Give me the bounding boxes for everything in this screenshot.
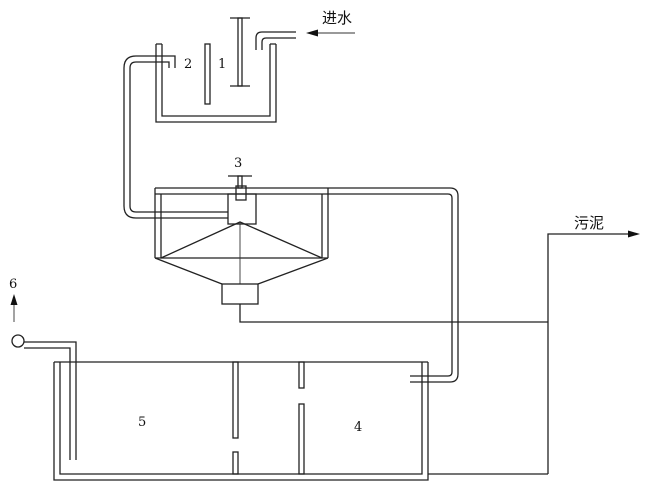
label-2: 2 bbox=[184, 57, 192, 72]
label-6: 6 bbox=[9, 277, 17, 292]
inlet-pipe bbox=[255, 31, 296, 50]
label-3: 3 bbox=[234, 156, 242, 171]
outlet-pipe bbox=[11, 334, 77, 460]
outlet-arrow-icon bbox=[10, 294, 18, 322]
sludge-pipe bbox=[239, 233, 628, 474]
mixing-tank bbox=[155, 43, 277, 123]
label-4: 4 bbox=[354, 420, 362, 435]
bottom-tank bbox=[53, 361, 548, 481]
label-sludge: 污泥 bbox=[574, 214, 604, 232]
agitator bbox=[230, 17, 250, 87]
label-inlet-water: 进水 bbox=[322, 9, 352, 27]
overflow-pipe-3-to-4 bbox=[328, 187, 459, 383]
label-1: 1 bbox=[218, 57, 226, 72]
inlet-arrow-icon bbox=[306, 29, 355, 37]
clarifier bbox=[154, 175, 329, 305]
connecting-pipe-2-to-3 bbox=[123, 55, 228, 219]
label-5: 5 bbox=[138, 415, 146, 430]
sludge-arrow-icon bbox=[628, 230, 640, 238]
